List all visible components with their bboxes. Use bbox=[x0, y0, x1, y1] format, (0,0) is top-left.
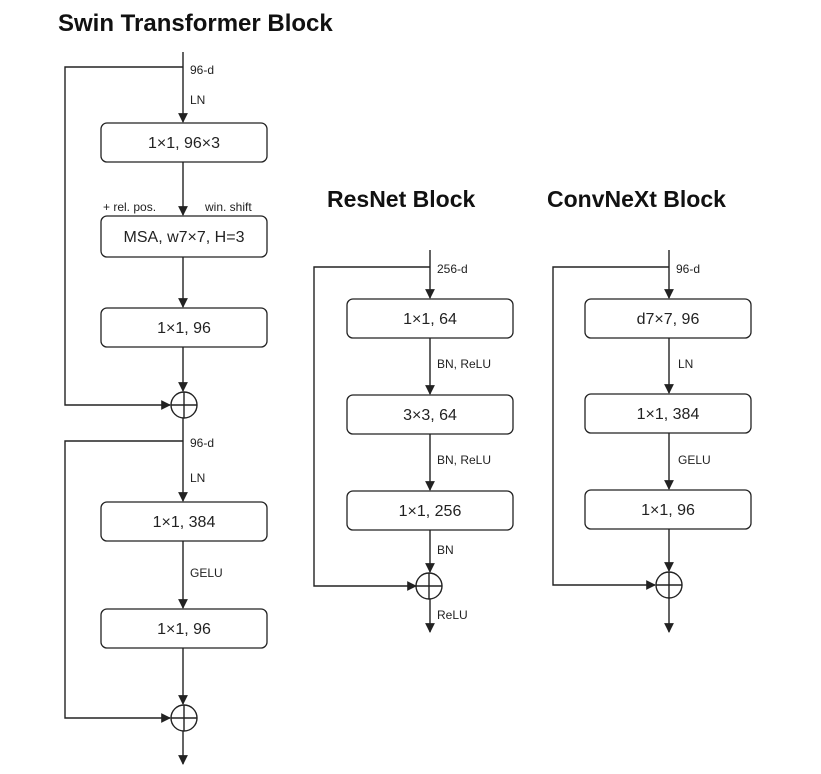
swin-win-shift-label: win. shift bbox=[204, 200, 252, 214]
convnext-title: ConvNeXt Block bbox=[547, 186, 726, 212]
swin-box-proj-label: 1×1, 96 bbox=[157, 320, 211, 337]
convnext-input-dim: 96-d bbox=[676, 262, 700, 276]
resnet-skip bbox=[313, 266, 430, 591]
swin-block: 96-d LN 1×1, 96×3 + rel. pos. win. shift… bbox=[64, 52, 268, 765]
swin-ln2-label: LN bbox=[190, 471, 205, 485]
convnext-skip bbox=[552, 266, 669, 590]
swin-box-proj bbox=[100, 307, 268, 348]
swin-box-msa bbox=[100, 215, 268, 258]
swin-box-msa-label: MSA, w7×7, H=3 bbox=[124, 229, 245, 246]
resnet-block: 256-d 1×1, 64 BN, ReLU 3×3, 64 BN, ReLU … bbox=[313, 250, 514, 633]
convnext-box-2 bbox=[584, 393, 752, 434]
swin-box-mlp2-label: 1×1, 96 bbox=[157, 621, 211, 638]
resnet-add-node bbox=[415, 572, 443, 600]
swin-ln1-label: LN bbox=[190, 93, 205, 107]
convnext-ln-label: LN bbox=[678, 357, 693, 371]
swin-add-node-1 bbox=[170, 391, 198, 419]
swin-add-node-2 bbox=[170, 704, 198, 732]
resnet-box-1-label: 1×1, 64 bbox=[403, 311, 457, 328]
convnext-box-1-label: d7×7, 96 bbox=[637, 311, 700, 328]
resnet-input-dim: 256-d bbox=[437, 262, 468, 276]
swin-box-mlp1 bbox=[100, 501, 268, 542]
convnext-box-2-label: 1×1, 384 bbox=[637, 406, 700, 423]
convnext-block: 96-d d7×7, 96 LN 1×1, 384 GELU 1×1, 96 bbox=[552, 250, 752, 633]
convnext-add-node bbox=[655, 571, 683, 599]
resnet-act1-label: BN, ReLU bbox=[437, 357, 491, 371]
swin-mid-dim: 96-d bbox=[190, 436, 214, 450]
convnext-box-1 bbox=[584, 298, 752, 339]
swin-skip-1 bbox=[64, 66, 183, 410]
swin-title: Swin Transformer Block bbox=[58, 10, 333, 37]
swin-input-dim: 96-d bbox=[190, 63, 214, 77]
swin-box-qkv bbox=[100, 122, 268, 163]
swin-skip-2 bbox=[64, 440, 183, 723]
convnext-gelu-label: GELU bbox=[678, 453, 711, 467]
resnet-box-2-label: 3×3, 64 bbox=[403, 407, 457, 424]
swin-box-qkv-label: 1×1, 96×3 bbox=[148, 135, 220, 152]
swin-gelu-label: GELU bbox=[190, 566, 223, 580]
resnet-bn-label: BN bbox=[437, 543, 454, 557]
swin-box-mlp1-label: 1×1, 384 bbox=[153, 514, 216, 531]
resnet-relu-label: ReLU bbox=[437, 608, 468, 622]
resnet-title: ResNet Block bbox=[327, 186, 476, 212]
swin-rel-pos-label: + rel. pos. bbox=[103, 200, 156, 214]
swin-box-mlp2 bbox=[100, 608, 268, 649]
resnet-box-3-label: 1×1, 256 bbox=[399, 503, 462, 520]
resnet-act2-label: BN, ReLU bbox=[437, 453, 491, 467]
convnext-box-3 bbox=[584, 489, 752, 530]
convnext-box-3-label: 1×1, 96 bbox=[641, 502, 695, 519]
